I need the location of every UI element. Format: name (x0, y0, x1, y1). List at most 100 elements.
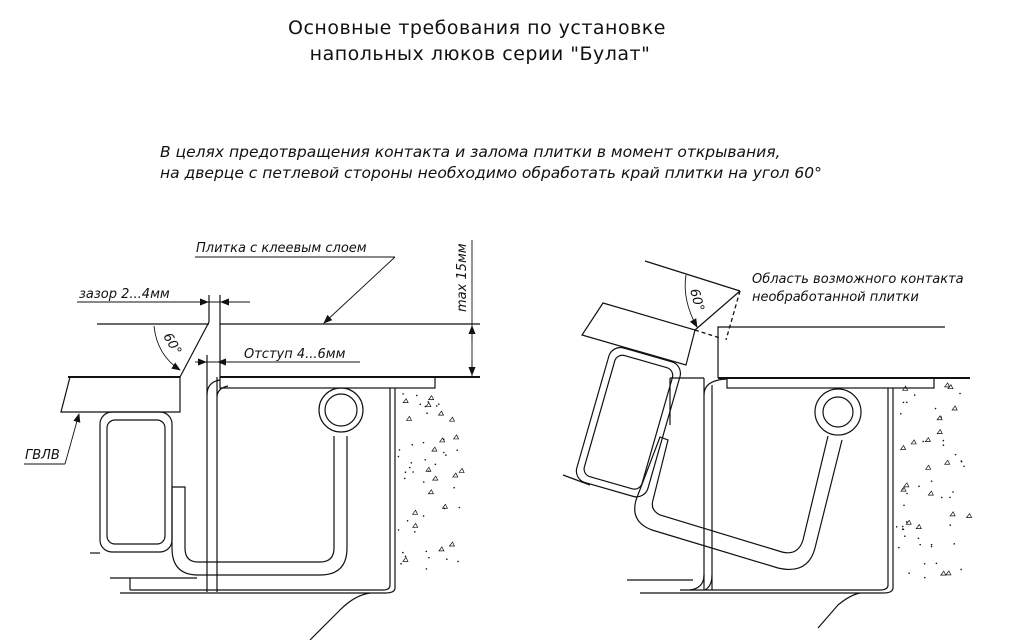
aggregate-dot (898, 546, 900, 549)
aggregate-dot (400, 562, 402, 565)
aggregate-dot (952, 491, 954, 493)
aggregate-dot (435, 405, 438, 407)
aggregate-dot (404, 555, 407, 558)
concrete-texture (397, 393, 465, 570)
aggregate-dot (422, 481, 425, 483)
note-line-1: В целях предотвращения контакта и залома… (160, 143, 780, 161)
aggregate-dot (901, 525, 904, 528)
aggregate-dot (923, 576, 926, 579)
aggregate-dot (959, 392, 961, 395)
aggregate-mark (425, 402, 432, 408)
aggregate-dot (422, 441, 425, 444)
contact-label-1: Область возможного контакта (752, 272, 964, 287)
aggregate-dot (457, 560, 459, 563)
aggregate-dot (930, 480, 933, 482)
aggregate-dot (913, 394, 916, 396)
aggregate-dot (424, 405, 427, 408)
aggregate-dot (413, 531, 416, 533)
aggregate-dot (408, 466, 411, 469)
aggregate-mark (427, 394, 435, 400)
aggregate-mark (411, 522, 419, 528)
aggregate-mark (452, 472, 459, 478)
aggregate-dot (942, 439, 945, 442)
aggregate-mark (900, 486, 907, 492)
aggregate-mark (924, 436, 931, 442)
title-line-1: Основные требования по установке (288, 17, 666, 39)
aggregate-mark (448, 416, 456, 422)
aggregate-mark (448, 541, 456, 547)
aggregate-dot (960, 460, 963, 462)
aggregate-dot (434, 463, 437, 466)
aggregate-dot (942, 444, 945, 447)
aggregate-mark (905, 519, 912, 525)
aggregate-dot (456, 449, 459, 451)
aggregate-dot (954, 453, 957, 456)
note-line-2: на дверце с петлевой стороны необходимо … (160, 164, 822, 182)
aggregate-dot (398, 449, 401, 451)
aggregate-mark (425, 466, 432, 472)
aggregate-dot (412, 471, 414, 473)
unprocessed-edge (725, 290, 741, 341)
seal-profile (99, 411, 173, 553)
aggregate-dot (904, 535, 906, 537)
aggregate-mark (951, 405, 958, 411)
aggregate-dot (930, 545, 933, 548)
aggregate-dot (446, 558, 448, 561)
aggregate-mark (437, 410, 445, 416)
aggregate-dot (458, 506, 461, 509)
aggregate-mark (943, 382, 951, 388)
aggregate-dot (406, 520, 409, 522)
aggregate-mark (924, 464, 932, 470)
aggregate-dot (419, 403, 422, 406)
aggregate-dot (918, 485, 920, 488)
aggregate-dot (422, 515, 425, 517)
right-section-drawing: 60° Область возможного контакта необрабо… (562, 260, 973, 629)
gvlv-label: ГВЛВ (25, 448, 60, 463)
aggregate-dot (425, 568, 428, 570)
aggregate-mark (427, 489, 434, 495)
aggregate-dot (427, 401, 430, 403)
max-height-label: max 15мм (455, 243, 470, 312)
lid-handle-right (634, 435, 843, 570)
aggregate-dot (923, 562, 926, 565)
lid-plate-right (726, 377, 935, 389)
aggregate-dot (411, 443, 414, 446)
aggregate-dot (442, 438, 445, 441)
hinge-circle (318, 387, 364, 433)
aggregate-dot (425, 550, 428, 553)
aggregate-dot (940, 416, 942, 418)
aggregate-mark (405, 415, 413, 421)
aggregate-dot (905, 401, 908, 404)
aggregate-mark (940, 570, 947, 576)
aggregate-mark (438, 546, 445, 552)
aggregate-dot (402, 551, 404, 554)
offset-label: Отступ 4...6мм (244, 347, 346, 362)
aggregate-dot (397, 455, 400, 458)
aggregate-dot (903, 504, 905, 507)
aggregate-dot (934, 407, 937, 410)
aggregate-dot (445, 454, 447, 456)
aggregate-dot (416, 394, 418, 397)
aggregate-dot (402, 393, 404, 395)
seal-profile-right (575, 346, 682, 498)
aggregate-dot (908, 572, 910, 574)
aggregate-dot (453, 486, 455, 489)
title-line-2: напольных люков серии "Булат" (310, 43, 651, 65)
aggregate-dot (901, 528, 904, 530)
aggregate-mark (402, 556, 409, 562)
aggregate-mark (965, 512, 973, 518)
tile-label: Плитка с клеевым слоем (196, 241, 367, 256)
aggregate-mark (936, 428, 943, 434)
aggregate-mark (402, 397, 409, 403)
aggregate-mark (915, 523, 922, 529)
aggregate-mark (949, 511, 956, 517)
aggregate-dot (905, 521, 908, 523)
aggregate-mark (441, 503, 449, 509)
aggregate-dot (935, 562, 938, 565)
aggregate-dot (895, 525, 898, 528)
hinge-circle-right (814, 388, 862, 436)
aggregate-dot (424, 458, 427, 461)
aggregate-mark (411, 509, 419, 515)
tilted-tile (581, 302, 696, 366)
